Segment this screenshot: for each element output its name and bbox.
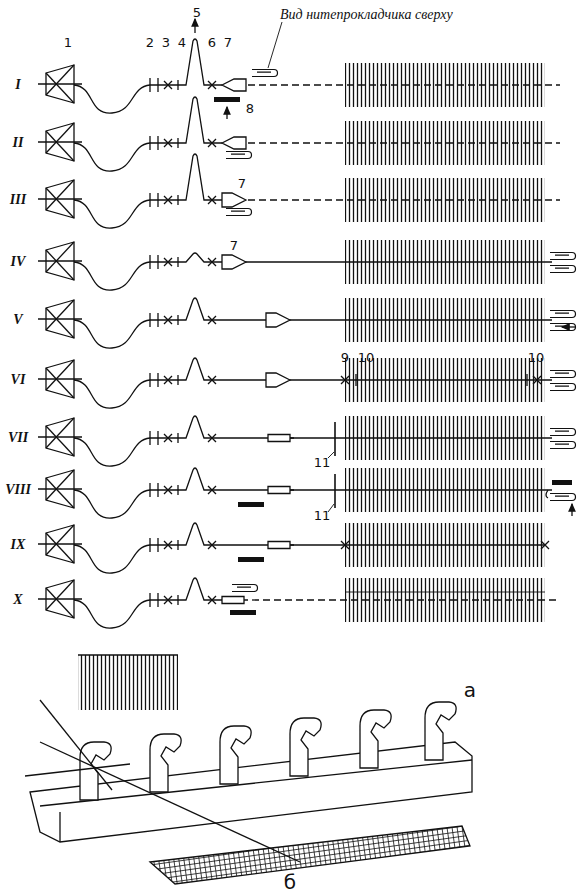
stage-number: V [13, 313, 22, 327]
callout-number: 7 [238, 177, 246, 190]
callout-number: 4 [178, 36, 186, 49]
stage-number: X [13, 593, 22, 607]
callout-number: 3 [162, 36, 170, 49]
guide-comb-perspective [25, 655, 472, 884]
callout-number: 6 [208, 36, 216, 49]
view-note: Вид нитепрокладчика сверху [280, 8, 453, 22]
callout-number: 10 [528, 351, 545, 364]
sequence-rows [38, 19, 576, 628]
callout-number: 7 [230, 239, 238, 252]
callout-number: 1 [64, 36, 72, 49]
stage-number: II [13, 136, 24, 150]
stage-number: VIII [5, 483, 31, 497]
callout-number: 11 [314, 509, 331, 522]
callout-number: 9 [341, 351, 349, 364]
callout-number: 10 [358, 351, 375, 364]
part-letter: б [284, 872, 296, 892]
callout-number: 8 [246, 102, 254, 115]
stage-number: VI [11, 373, 26, 387]
stage-number: IX [11, 538, 26, 552]
stage-number: III [10, 193, 26, 207]
stage-number: VII [8, 431, 28, 445]
callout-number: 2 [146, 36, 154, 49]
stage-number: I [15, 78, 20, 92]
callout-number: 7 [224, 36, 232, 49]
callout-number: 11 [314, 456, 331, 469]
callout-number: 5 [193, 6, 201, 19]
stage-number: IV [11, 255, 26, 269]
part-letter: а [464, 680, 476, 700]
